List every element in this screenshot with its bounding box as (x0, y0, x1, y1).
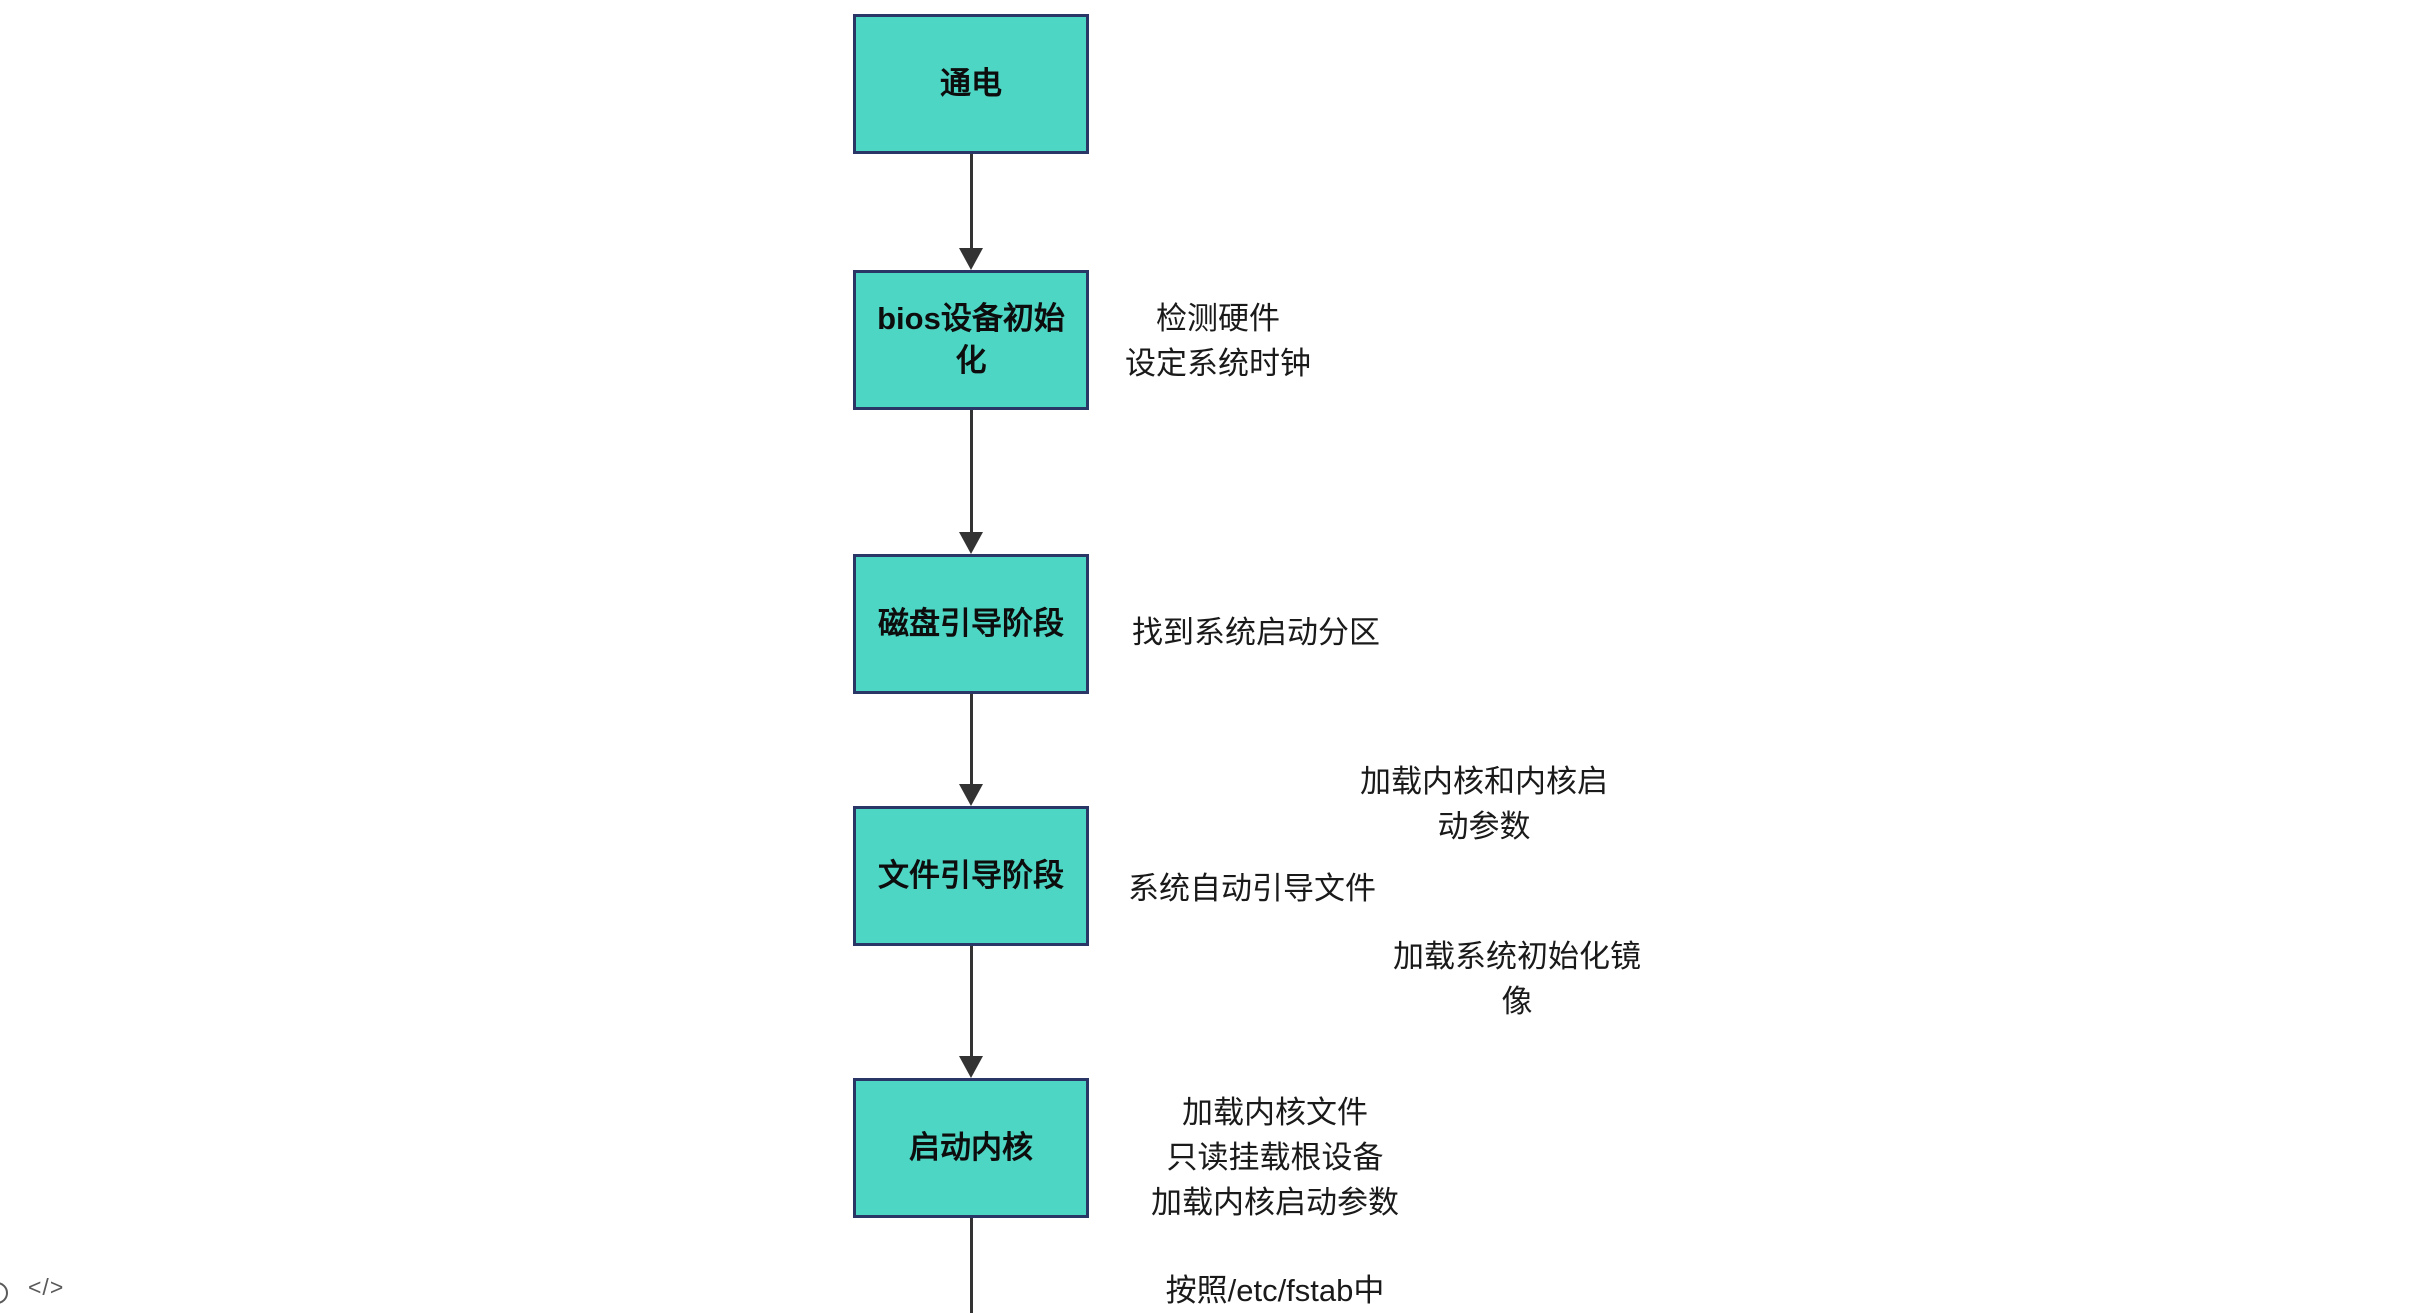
annotation-load-initrd: 加载系统初始化镜 像 (1393, 934, 1641, 1024)
arrow-head-icon (959, 1056, 983, 1078)
arrow-line-2 (970, 410, 973, 534)
annotation-line: 只读挂载根设备 (1166, 1140, 1384, 1175)
node-power-on: 通电 (853, 14, 1089, 154)
node-disk-boot-label: 磁盘引导阶段 (878, 606, 1064, 642)
node-bios-init: bios设备初始化 (853, 270, 1089, 410)
annotation-kernel-start: 加载内核文件 只读挂载根设备 加载内核启动参数 (1151, 1090, 1399, 1225)
annotation-line: 动参数 (1437, 809, 1531, 844)
annotation-line: 加载内核文件 (1182, 1095, 1368, 1130)
circle-icon[interactable] (0, 1282, 8, 1304)
arrow-head-icon (959, 248, 983, 270)
annotation-line: 像 (1501, 984, 1533, 1019)
node-kernel-start: 启动内核 (853, 1078, 1089, 1218)
arrow-line-3 (970, 694, 973, 786)
annotation-line: 加载内核启动参数 (1151, 1185, 1399, 1220)
annotation-line: 加载系统初始化镜 (1393, 939, 1641, 974)
annotation-line: 检测硬件 (1156, 301, 1280, 336)
node-kernel-start-label: 启动内核 (909, 1130, 1033, 1166)
arrow-line-5 (970, 1218, 973, 1313)
arrow-line-4 (970, 946, 973, 1058)
arrow-head-icon (959, 784, 983, 806)
annotation-fstab: 按照/etc/fstab中 (1166, 1268, 1385, 1313)
annotation-line: 按照/etc/fstab中 (1165, 1273, 1385, 1308)
annotation-file-boot: 系统自动引导文件 (1128, 866, 1376, 911)
node-bios-init-label: bios设备初始化 (877, 301, 1065, 378)
annotation-disk-boot: 找到系统启动分区 (1132, 610, 1380, 655)
node-file-boot-label: 文件引导阶段 (878, 858, 1064, 894)
node-file-boot: 文件引导阶段 (853, 806, 1089, 946)
annotation-line: 系统自动引导文件 (1128, 871, 1376, 906)
node-disk-boot: 磁盘引导阶段 (853, 554, 1089, 694)
annotation-line: 设定系统时钟 (1125, 346, 1311, 381)
annotation-line: 找到系统启动分区 (1132, 615, 1380, 650)
arrow-head-icon (959, 532, 983, 554)
annotation-load-kernel-params: 加载内核和内核启 动参数 (1360, 759, 1608, 849)
node-power-on-label: 通电 (940, 66, 1002, 102)
annotation-bios-init: 检测硬件 设定系统时钟 (1125, 296, 1311, 386)
code-icon[interactable]: </> (28, 1274, 65, 1300)
arrow-line-1 (970, 154, 973, 250)
annotation-line: 加载内核和内核启 (1360, 764, 1608, 799)
